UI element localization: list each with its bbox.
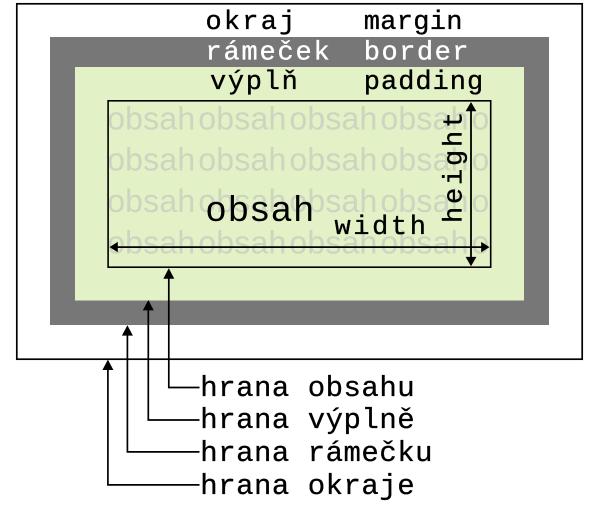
svg-text:obsah obsah obsah obsah obsah: obsah obsah obsah obsah obsah xyxy=(107,142,560,178)
svg-text:obsah obsah obsah obsah obsah: obsah obsah obsah obsah obsah xyxy=(107,100,560,136)
svg-text:height: height xyxy=(441,109,471,223)
svg-text:hrana okraje: hrana okraje xyxy=(200,470,415,503)
svg-text:padding: padding xyxy=(364,68,484,98)
svg-text:hrana výplně: hrana výplně xyxy=(200,404,415,437)
svg-text:border: border xyxy=(364,39,470,69)
svg-text:obsah: obsah xyxy=(206,188,316,229)
svg-text:výplň: výplň xyxy=(210,68,300,98)
svg-text:obsah obsah obsah obsah obsah: obsah obsah obsah obsah obsah xyxy=(107,224,560,260)
svg-text:margin: margin xyxy=(364,8,463,38)
svg-text:hrana obsahu: hrana obsahu xyxy=(200,372,415,405)
svg-text:rámeček: rámeček xyxy=(206,39,332,69)
svg-text:okraj: okraj xyxy=(206,8,298,38)
svg-text:hrana rámečku: hrana rámečku xyxy=(200,437,433,470)
svg-text:obsah obsah obsah obsah obsah: obsah obsah obsah obsah obsah xyxy=(107,183,560,219)
svg-text:width: width xyxy=(335,213,429,243)
